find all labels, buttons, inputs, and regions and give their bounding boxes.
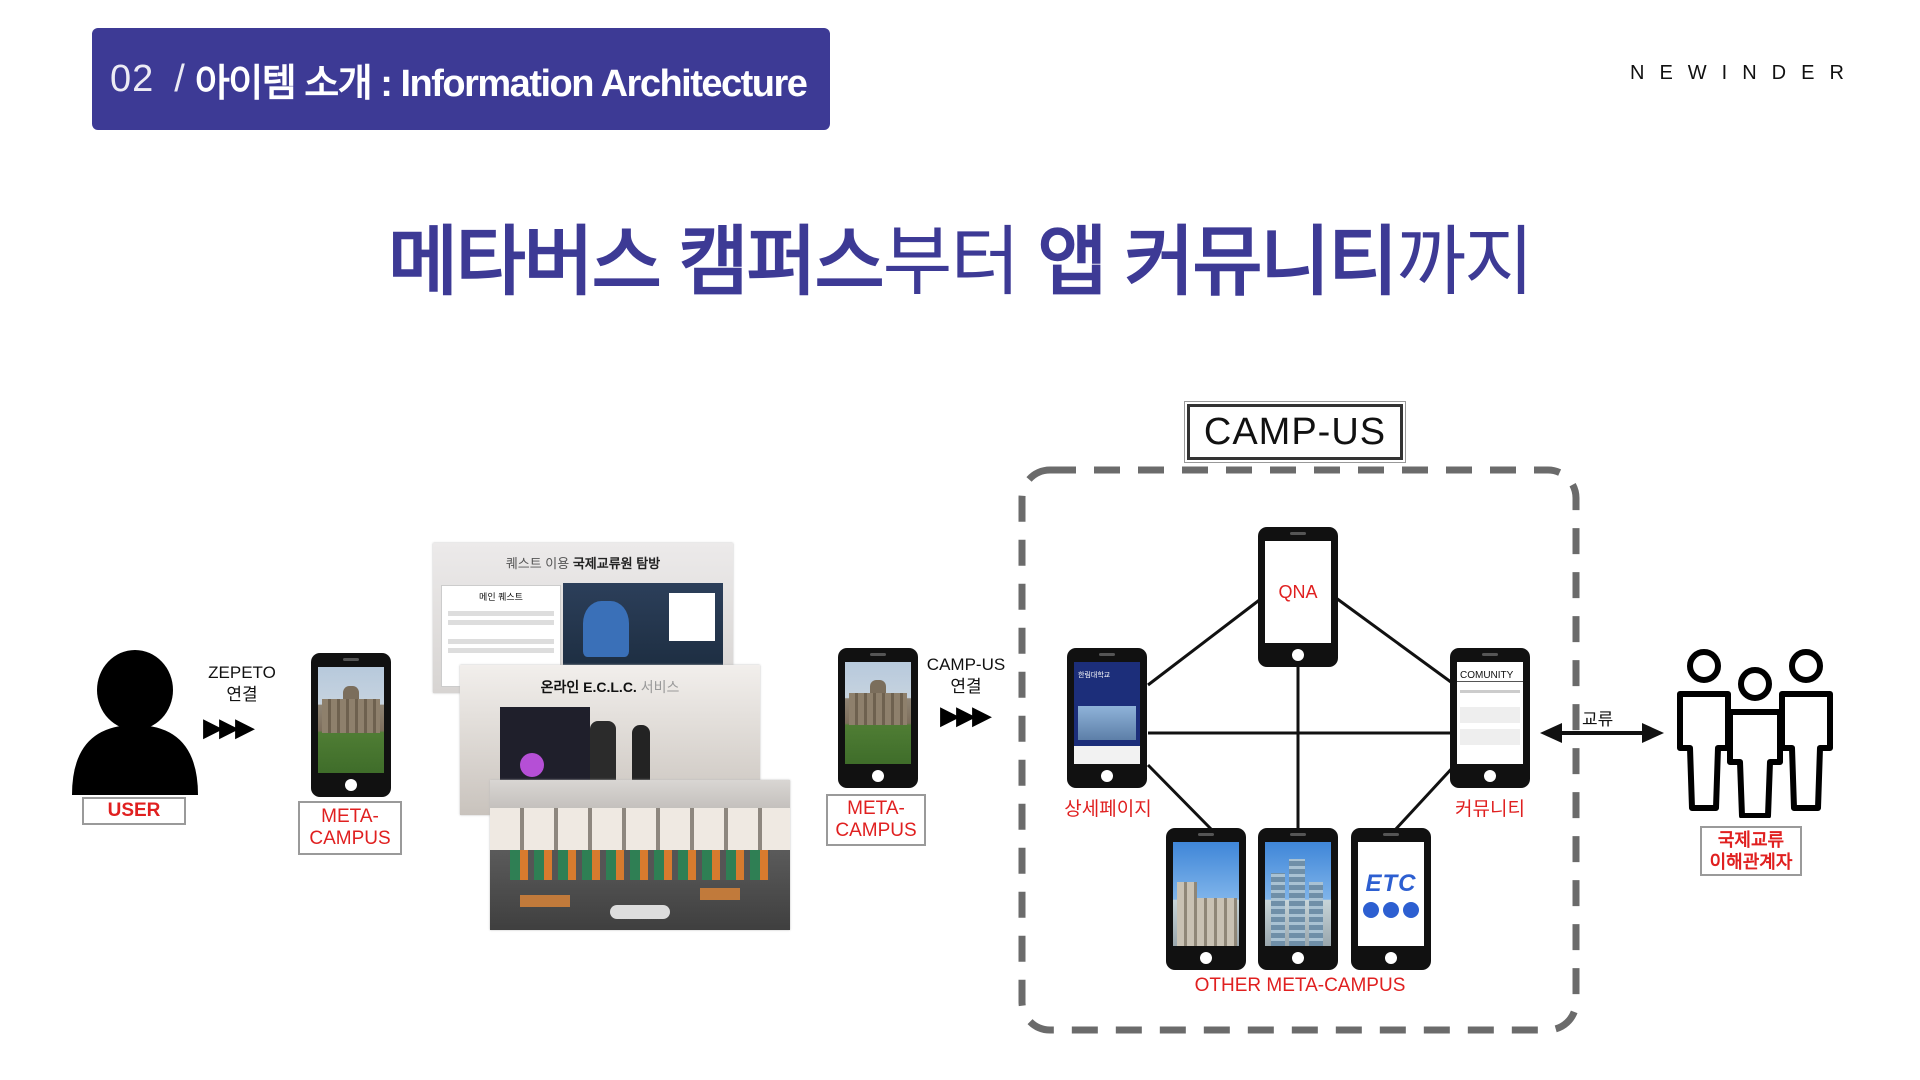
- etc-logo-text: ETC: [1365, 870, 1417, 897]
- meta-campus-label-2: META- CAMPUS: [826, 794, 926, 846]
- exchange-arrow-left: [1540, 723, 1562, 743]
- community-label: 커뮤니티: [1455, 799, 1525, 820]
- stakeholders-label-line2: 이해관계자: [1709, 852, 1793, 872]
- line-detail-qna: [1147, 596, 1263, 687]
- stakeholders-label: 국제교류 이해관계자: [1700, 826, 1802, 876]
- zepeto-arrows: ▶▶▶: [203, 712, 255, 742]
- section-title: 아이템 소개 : Information Architecture: [194, 62, 808, 105]
- quest-title: 퀘스트 이용 국제교류원 탐방: [505, 556, 661, 571]
- zepeto-connect: 연결: [226, 685, 258, 704]
- title-part-light-1: 부터: [882, 220, 1038, 305]
- phone-other-campus-1: [1166, 828, 1246, 970]
- campus-link-label: CAMP-US 연결: [920, 654, 1012, 698]
- meta-campus-label-1-line2: CAMPUS: [309, 828, 391, 849]
- campus-dashed-frame: [1018, 466, 1580, 1034]
- qna-label: QNA: [1278, 581, 1318, 602]
- campus-box-title: CAMP-US: [1184, 401, 1406, 463]
- title-part-bold-1: 메타버스 캠퍼스: [387, 220, 885, 305]
- page-title: 메타버스 캠퍼스부터 앱 커뮤니티까지: [0, 200, 1920, 310]
- line-community-other: [1393, 763, 1457, 832]
- phone-qna: QNA: [1258, 527, 1338, 667]
- online-title: 온라인 E.C.L.C. 서비스: [540, 679, 680, 695]
- section-separator: /: [174, 57, 185, 100]
- line-qna-community: [1335, 596, 1456, 687]
- phone-community: COMUNITY: [1450, 648, 1530, 788]
- user-icon: [72, 650, 198, 795]
- stakeholders-label-line1: 국제교류: [1717, 830, 1785, 850]
- meta-campus-label-2-line1: META-: [847, 798, 905, 819]
- phone-other-campus-3: ETC: [1351, 828, 1431, 970]
- phone-meta-campus-1: [311, 653, 391, 797]
- campus-link-connect: 연결: [950, 677, 982, 696]
- title-part-bold-2: 앱 커뮤니티: [1037, 220, 1398, 305]
- screenshot-campus-interior: [490, 780, 790, 930]
- phone-other-campus-2: [1258, 828, 1338, 970]
- other-campus-label: OTHER META-CAMPUS: [1194, 975, 1406, 996]
- exchange-arrow-right: [1642, 723, 1664, 743]
- phone-meta-campus-2: [838, 648, 918, 788]
- campus-link-name: CAMP-US: [926, 655, 1006, 674]
- user-label: USER: [82, 797, 186, 825]
- title-part-light-2: 까지: [1396, 220, 1534, 305]
- campus-link-arrows: ▶▶▶: [940, 700, 992, 730]
- phone-detail-page: 한림대학교: [1067, 648, 1147, 788]
- zepeto-link-label: ZEPETO 연결: [200, 662, 284, 706]
- section-number: 02: [110, 57, 155, 100]
- community-screen-title: COMUNITY: [1457, 662, 1523, 682]
- meta-campus-label-1: META- CAMPUS: [298, 801, 402, 855]
- exchange-label: 교류: [1582, 710, 1614, 729]
- brand-logo: NEWINDER: [1630, 62, 1859, 84]
- detail-page-label: 상세페이지: [1064, 799, 1152, 820]
- meta-campus-label-1-line1: META-: [321, 806, 379, 827]
- line-detail-other: [1146, 763, 1214, 832]
- section-header: 02 / 아이템 소개 : Information Architecture: [92, 28, 830, 130]
- zepeto-name: ZEPETO: [208, 663, 276, 682]
- meta-campus-label-2-line2: CAMPUS: [835, 820, 917, 841]
- stakeholders-icon: [1677, 649, 1833, 818]
- detail-screen-title: 한림대학교: [1078, 672, 1111, 679]
